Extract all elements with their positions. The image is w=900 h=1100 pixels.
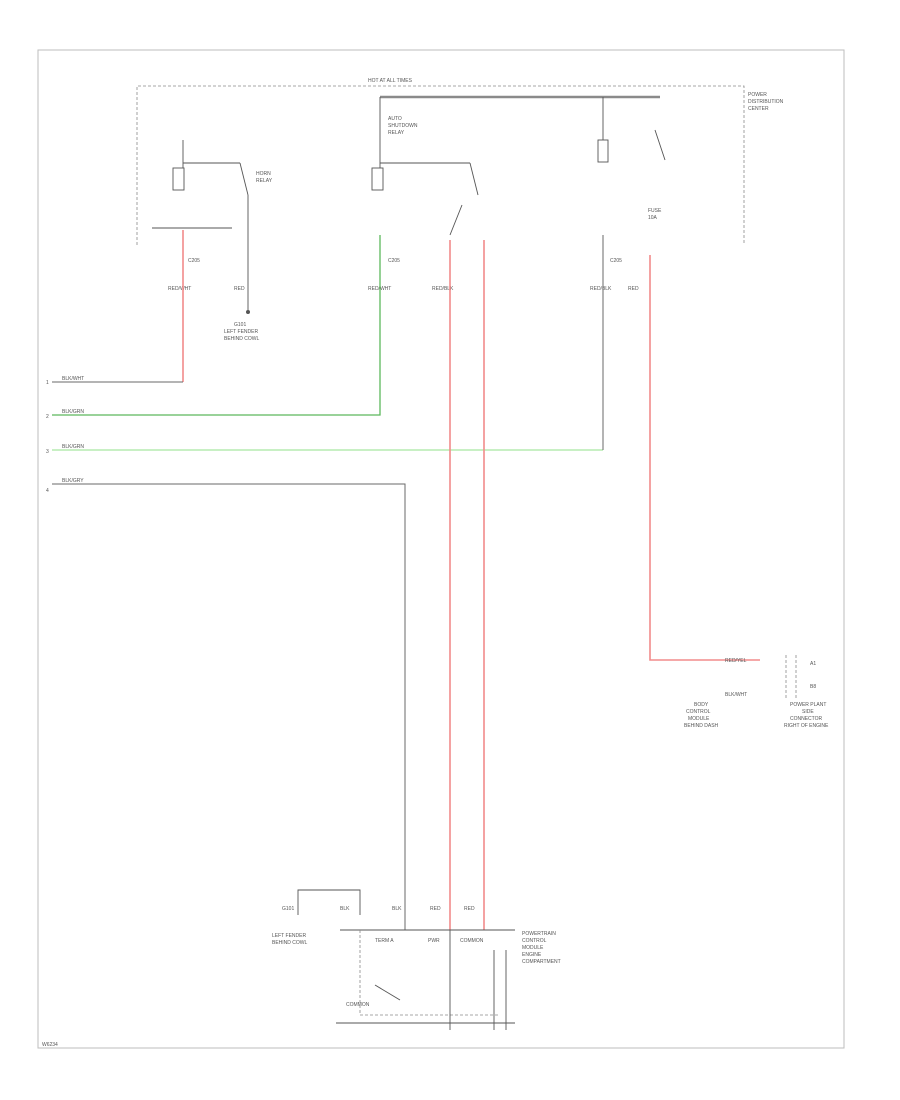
relay-horn: HORN RELAY C205 [152,140,273,265]
fuse-box-name-2: DISTRIBUTION [748,99,784,105]
fuse-box-top-label: HOT AT ALL TIMES [368,78,413,84]
svg-text:B8: B8 [810,684,816,690]
side-signal-label-4: BLK/GRY [62,478,84,484]
svg-text:COMMON: COMMON [346,1002,370,1008]
side-signal-num-2: 2 [46,414,49,420]
svg-text:COMMON: COMMON [460,938,484,944]
relay-fuse: FUSE 10A C205 [597,97,666,264]
svg-text:CONTROL: CONTROL [686,709,711,715]
svg-text:MODULE: MODULE [522,945,544,951]
svg-text:A1: A1 [810,661,816,667]
svg-text:ENGINE: ENGINE [522,952,542,958]
relay-asd-terminal: C205 [388,258,400,264]
svg-text:SIDE: SIDE [802,709,814,715]
bottom-module: G101 LEFT FENDER BEHIND COWL BLK BLK RED… [272,889,561,1030]
wire-red-right [649,255,760,661]
svg-text:BEHIND DASH: BEHIND DASH [684,723,719,729]
relay-fuse-terminal: C205 [610,258,622,264]
wire-signal-2 [52,235,381,416]
svg-text:RED: RED [464,906,475,912]
svg-text:G101: G101 [282,906,294,912]
svg-text:RED/YEL: RED/YEL [725,658,747,664]
wire-label-2: RED [234,286,245,292]
wire-label-6: RED [628,286,639,292]
relay-horn-terminal: C205 [188,258,200,264]
svg-text:TERM A: TERM A [375,938,394,944]
side-signal-num-1: 1 [46,380,49,386]
fuse-box-name-1: POWER [748,92,767,98]
svg-text:RIGHT OF ENGINE: RIGHT OF ENGINE [784,723,829,729]
svg-text:CONNECTOR: CONNECTOR [790,716,823,722]
svg-text:POWERTRAIN: POWERTRAIN [522,931,556,937]
relay-asd-name-1: AUTO [388,116,402,122]
side-signal-num-3: 3 [46,449,49,455]
diagram-frame [37,49,845,1049]
wire-label-5: RED/BLK [590,286,612,292]
footer-code: W6234 [42,1042,58,1048]
relay-horn-name-1: HORN [256,171,271,177]
svg-text:POWER PLANT: POWER PLANT [790,702,826,708]
svg-text:BEHIND COWL: BEHIND COWL [224,336,260,342]
svg-text:BODY: BODY [694,702,709,708]
ground-g101-top: G101 LEFT FENDER BEHIND COWL [224,265,260,342]
right-connector: RED/YEL BLK/WHT A1 B8 BODY CONTROL MODUL… [684,655,829,729]
svg-text:LEFT FENDER: LEFT FENDER [272,933,306,939]
svg-text:BEHIND COWL: BEHIND COWL [272,940,308,946]
relay-asd-name-2: SHUTDOWN [388,123,418,129]
relay-fuse-name-1: FUSE [648,208,662,214]
fuse-box-outline [136,85,745,245]
relay-horn-name-2: RELAY [256,178,273,184]
side-signal-num-4: 4 [46,488,49,494]
side-signal-label-3: BLK/GRN [62,444,84,450]
svg-text:BLK: BLK [392,906,402,912]
svg-text:RED: RED [430,906,441,912]
svg-text:CONTROL: CONTROL [522,938,547,944]
svg-text:MODULE: MODULE [688,716,710,722]
relay-asd-name-3: RELAY [388,130,405,136]
relay-asd: AUTO SHUTDOWN RELAY C205 [371,97,479,264]
svg-text:PWR: PWR [428,938,440,944]
svg-text:BLK/WHT: BLK/WHT [725,692,747,698]
svg-text:G101: G101 [234,322,246,328]
svg-text:BLK: BLK [340,906,350,912]
side-signal-label-1: BLK/WHT [62,376,84,382]
wire-signal-4 [52,483,406,930]
fuse-box-name-3: CENTER [748,106,769,112]
svg-text:COMPARTMENT: COMPARTMENT [522,959,561,965]
wire-label-1: RED/WHT [168,286,191,292]
svg-text:LEFT FENDER: LEFT FENDER [224,329,258,335]
wire-label-4: RED/BLK [432,286,454,292]
relay-fuse-name-2: 10A [648,215,658,221]
side-signal-label-2: BLK/GRN [62,409,84,415]
